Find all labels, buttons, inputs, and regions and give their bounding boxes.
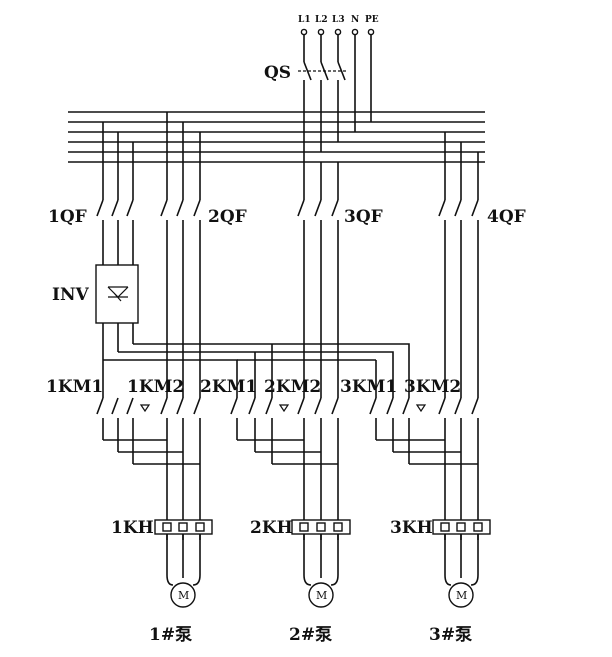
main-switch-label: QS xyxy=(264,63,291,83)
contactor-2km1-label: 2KM1 xyxy=(200,377,257,397)
terminal-pe-label: PE xyxy=(365,15,379,25)
main-switch-qs: QS xyxy=(264,35,372,162)
terminal-l2 xyxy=(317,28,325,36)
pump-1-label: 1#泵 xyxy=(149,625,192,645)
vfd-buses xyxy=(103,343,410,398)
interlock-icon xyxy=(415,404,427,413)
pump-2-label: 2#泵 xyxy=(289,625,332,645)
terminal-l1-label: L1 xyxy=(298,15,311,25)
inverter-box xyxy=(95,264,139,324)
breaker-2qf: 2QF xyxy=(160,112,247,398)
breaker-4qf: 4QF xyxy=(438,132,526,398)
breaker-3qf-label: 3QF xyxy=(344,207,383,227)
breaker-1qf-label: 1QF xyxy=(48,207,87,227)
breaker-3qf: 3QF xyxy=(297,162,383,398)
pump-unit-1: M xyxy=(154,519,213,608)
terminal-l3 xyxy=(334,28,342,36)
contactor-2km2-label: 2KM2 xyxy=(264,377,321,397)
breaker-1qf: 1QF xyxy=(48,122,134,265)
contactor-contacts xyxy=(96,397,479,520)
relay-2kh-label: 2KH xyxy=(250,518,293,538)
contactor-3km2-label: 3KM2 xyxy=(404,377,461,397)
interlock-icon xyxy=(278,404,290,413)
pump-unit-3: M xyxy=(432,519,491,608)
motor-symbol: M xyxy=(178,589,189,602)
terminal-l3-label: L3 xyxy=(332,15,345,25)
motor-symbol: M xyxy=(456,589,467,602)
relay-3kh-label: 3KH xyxy=(390,518,433,538)
interlock-icon xyxy=(139,404,151,413)
pump-3-label: 3#泵 xyxy=(429,625,472,645)
pump-unit-2: M xyxy=(291,519,351,608)
relay-labels: 1KH 2KH 3KH xyxy=(111,518,433,538)
terminal-l1 xyxy=(300,28,308,36)
terminal-pe xyxy=(367,28,375,36)
breaker-2qf-label: 2QF xyxy=(208,207,247,227)
terminal-l2-label: L2 xyxy=(315,15,328,25)
contactor-set-2 xyxy=(230,397,339,520)
relay-1kh-label: 1KH xyxy=(111,518,154,538)
terminal-n-label: N xyxy=(351,15,359,25)
motor-icon xyxy=(170,582,196,608)
busbars xyxy=(68,111,485,163)
motor-icon xyxy=(308,582,334,608)
contactor-set-3 xyxy=(369,397,479,520)
pump-labels: 1#泵 2#泵 3#泵 xyxy=(149,625,472,645)
contactor-1km2-label: 1KM2 xyxy=(127,377,184,397)
motor-icon xyxy=(448,582,474,608)
inverter: INV xyxy=(52,264,139,398)
contactor-labels: 1KM1 1KM2 2KM1 2KM2 3KM1 3KM2 xyxy=(46,377,461,397)
contactor-1km1-label: 1KM1 xyxy=(46,377,103,397)
motor-symbol: M xyxy=(316,589,327,602)
contactor-3km1-label: 3KM1 xyxy=(340,377,397,397)
terminal-n xyxy=(351,28,359,36)
breaker-4qf-label: 4QF xyxy=(487,207,526,227)
contactor-set-1 xyxy=(96,397,201,520)
inverter-thyristor-icon xyxy=(107,286,129,302)
inverter-label: INV xyxy=(52,285,89,305)
supply-terminals: L1 L2 L3 N PE xyxy=(298,15,379,36)
